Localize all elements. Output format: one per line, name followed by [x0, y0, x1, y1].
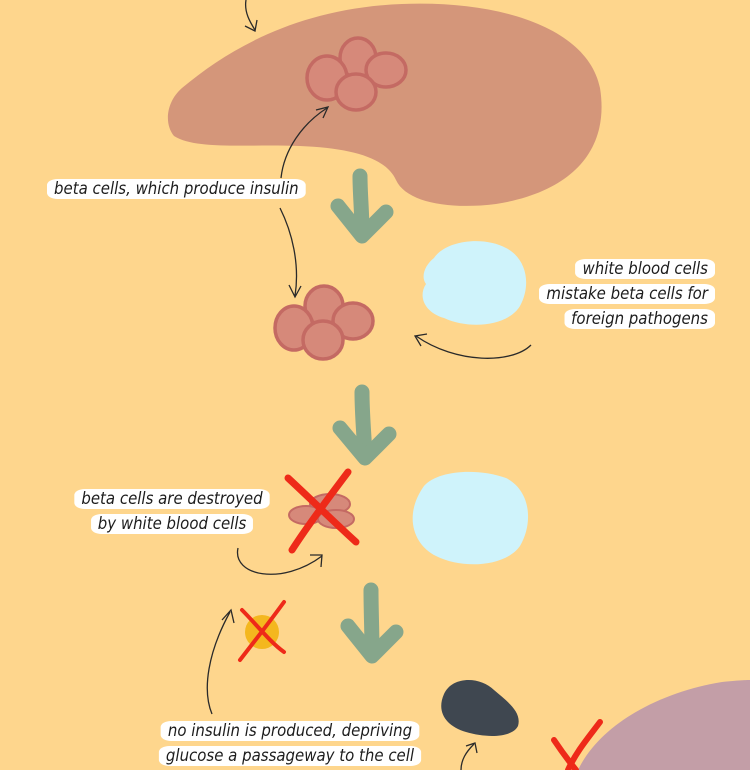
label-white-blood-cells: white blood cells mistake beta cells for… — [535, 254, 715, 333]
green-down-arrow-2 — [332, 384, 397, 466]
arrow-wbc-to-cluster-head — [413, 333, 428, 347]
cell-entry-cross — [551, 719, 603, 770]
arrow-destroyed-label — [236, 547, 323, 575]
arrow-to-dark-cell-head — [465, 742, 478, 754]
top-curve-arrow-head — [244, 19, 258, 32]
label-destroyed-line-1: beta cells are destroyed — [74, 489, 270, 509]
arrow-destroyed-label-head — [310, 554, 323, 568]
white-blood-cell-2 — [412, 471, 529, 565]
label-wbc-line-1: white blood cells — [575, 259, 715, 279]
pancreas — [167, 3, 602, 206]
label-no-insulin-line-2: glucose a passageway to the cell — [158, 746, 422, 766]
label-destroyed-line-2: by white blood cells — [90, 514, 254, 534]
dark-glucose-cell — [441, 679, 519, 736]
insulin-cross — [238, 600, 286, 662]
green-down-arrow-1 — [330, 168, 394, 244]
arrow-label-to-top-cluster-head — [315, 106, 330, 119]
label-no-insulin: no insulin is produced, depriving glucos… — [158, 716, 422, 770]
label-beta-cells-line-1: beta cells, which produce insulin — [47, 179, 306, 199]
label-wbc-line-2: mistake beta cells for — [539, 284, 715, 304]
beta-cell-cluster-middle — [273, 284, 375, 361]
body-cell — [578, 680, 750, 770]
white-blood-cell-1 — [422, 241, 527, 325]
arrow-label-to-top-cluster — [280, 107, 328, 179]
green-down-arrow-3 — [340, 582, 404, 664]
arrow-label-to-mid-cluster — [279, 207, 298, 297]
label-wbc-line-3: foreign pathogens — [564, 309, 715, 329]
top-curve-arrow — [244, 0, 256, 31]
destroyed-cross — [284, 468, 360, 554]
arrow-no-insulin-head — [221, 608, 235, 624]
arrow-wbc-to-cluster — [415, 335, 532, 359]
label-destroyed: beta cells are destroyed by white blood … — [66, 484, 277, 538]
label-beta-cells: beta cells, which produce insulin — [47, 174, 306, 203]
arrow-no-insulin — [206, 611, 231, 715]
label-no-insulin-line-1: no insulin is produced, depriving — [160, 721, 420, 741]
arrow-label-to-mid-cluster-head — [288, 284, 302, 299]
beta-cell-cluster-top — [305, 36, 408, 112]
arrow-to-dark-cell — [460, 743, 475, 770]
